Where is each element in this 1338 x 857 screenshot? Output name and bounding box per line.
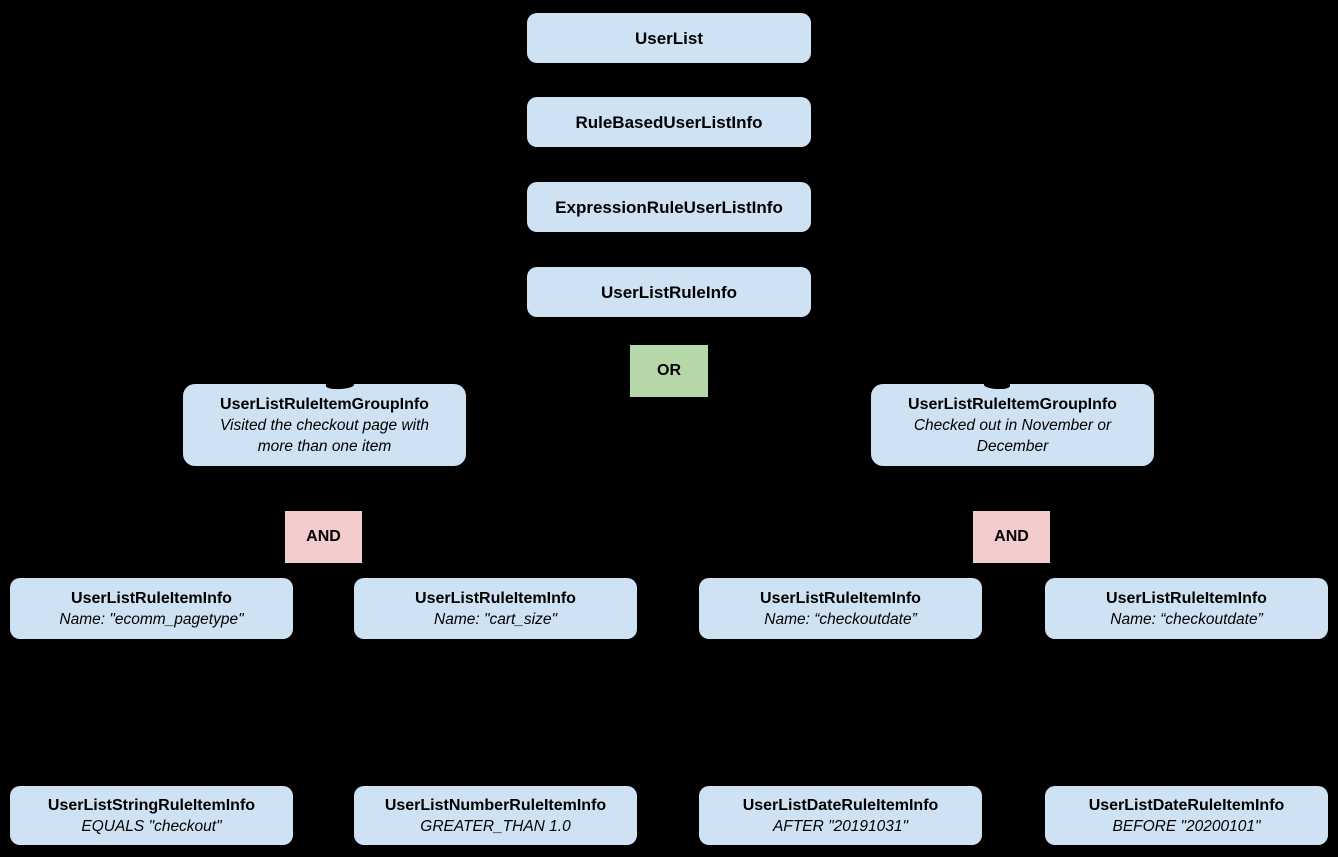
and-operator-node-right: AND: [973, 511, 1050, 563]
node-rulebaseduserlistinfo: RuleBasedUserListInfo: [527, 97, 811, 147]
leaf-detail: AFTER "20191031": [772, 817, 909, 835]
node-label: RuleBasedUserListInfo: [575, 112, 763, 132]
node-userlistruleinfo: UserListRuleInfo: [527, 267, 811, 317]
rule-item-title: UserListRuleItemInfo: [71, 589, 232, 607]
node-expressionruleuserlistinfo: ExpressionRuleUserListInfo: [527, 182, 811, 232]
node-userlist: UserList: [527, 13, 811, 63]
leaf-title: UserListDateRuleItemInfo: [1088, 796, 1285, 814]
group-description: Checked out in November or December: [913, 416, 1112, 455]
leaf-node-1: UserListStringRuleItemInfo EQUALS "check…: [10, 786, 293, 845]
connector-line: [1186, 639, 1188, 786]
leaf-node-4: UserListDateRuleItemInfo BEFORE "2020010…: [1045, 786, 1328, 845]
rule-item-detail: Name: “checkoutdate”: [1110, 610, 1263, 628]
and-operator-node-left: AND: [285, 511, 362, 563]
connector-line: [668, 147, 670, 182]
group-node-left: UserListRuleItemGroupInfo Visited the ch…: [183, 384, 466, 466]
leaf-detail: EQUALS "checkout": [81, 817, 222, 835]
rule-item-title: UserListRuleItemInfo: [760, 589, 921, 607]
node-label: ExpressionRuleUserListInfo: [555, 197, 783, 217]
leaf-title: UserListStringRuleItemInfo: [47, 796, 256, 814]
rule-item-detail: Name: “checkoutdate”: [764, 610, 917, 628]
group-title: UserListRuleItemGroupInfo: [220, 395, 429, 413]
and-operator-label: AND: [306, 528, 341, 545]
or-operator-node: OR: [630, 345, 708, 397]
node-label: UserList: [634, 28, 704, 48]
rule-item-detail: Name: "ecomm_pagetype": [59, 610, 244, 628]
leaf-detail: GREATER_THAN 1.0: [420, 817, 571, 835]
rule-item-node-4: UserListRuleItemInfo Name: “checkoutdate…: [1045, 578, 1328, 639]
rule-item-title: UserListRuleItemInfo: [415, 589, 576, 607]
rule-item-node-3: UserListRuleItemInfo Name: “checkoutdate…: [699, 578, 982, 639]
group-description: Visited the checkout page with more than…: [219, 416, 430, 455]
or-operator-label: OR: [657, 362, 681, 379]
leaf-title: UserListNumberRuleItemInfo: [384, 796, 607, 814]
rule-item-detail: Name: "cart_size": [434, 610, 557, 628]
connector-line: [668, 317, 670, 345]
connector-line: [668, 232, 670, 267]
leaf-node-3: UserListDateRuleItemInfo AFTER "20191031…: [699, 786, 982, 845]
connector-line: [840, 639, 842, 786]
leaf-title: UserListDateRuleItemInfo: [742, 796, 939, 814]
connector-line: [668, 63, 670, 97]
group-node-right: UserListRuleItemGroupInfo Checked out in…: [871, 384, 1154, 466]
connector-line: [150, 639, 152, 786]
leaf-detail: BEFORE "20200101": [1112, 817, 1261, 835]
rule-item-node-1: UserListRuleItemInfo Name: "ecomm_pagety…: [10, 578, 293, 639]
rule-item-title: UserListRuleItemInfo: [1106, 589, 1267, 607]
rule-item-node-2: UserListRuleItemInfo Name: "cart_size": [354, 578, 637, 639]
node-label: UserListRuleInfo: [600, 282, 738, 302]
group-title: UserListRuleItemGroupInfo: [908, 395, 1117, 413]
connector-line: [495, 639, 497, 786]
leaf-node-2: UserListNumberRuleItemInfo GREATER_THAN …: [354, 786, 637, 845]
and-operator-label: AND: [994, 528, 1029, 545]
